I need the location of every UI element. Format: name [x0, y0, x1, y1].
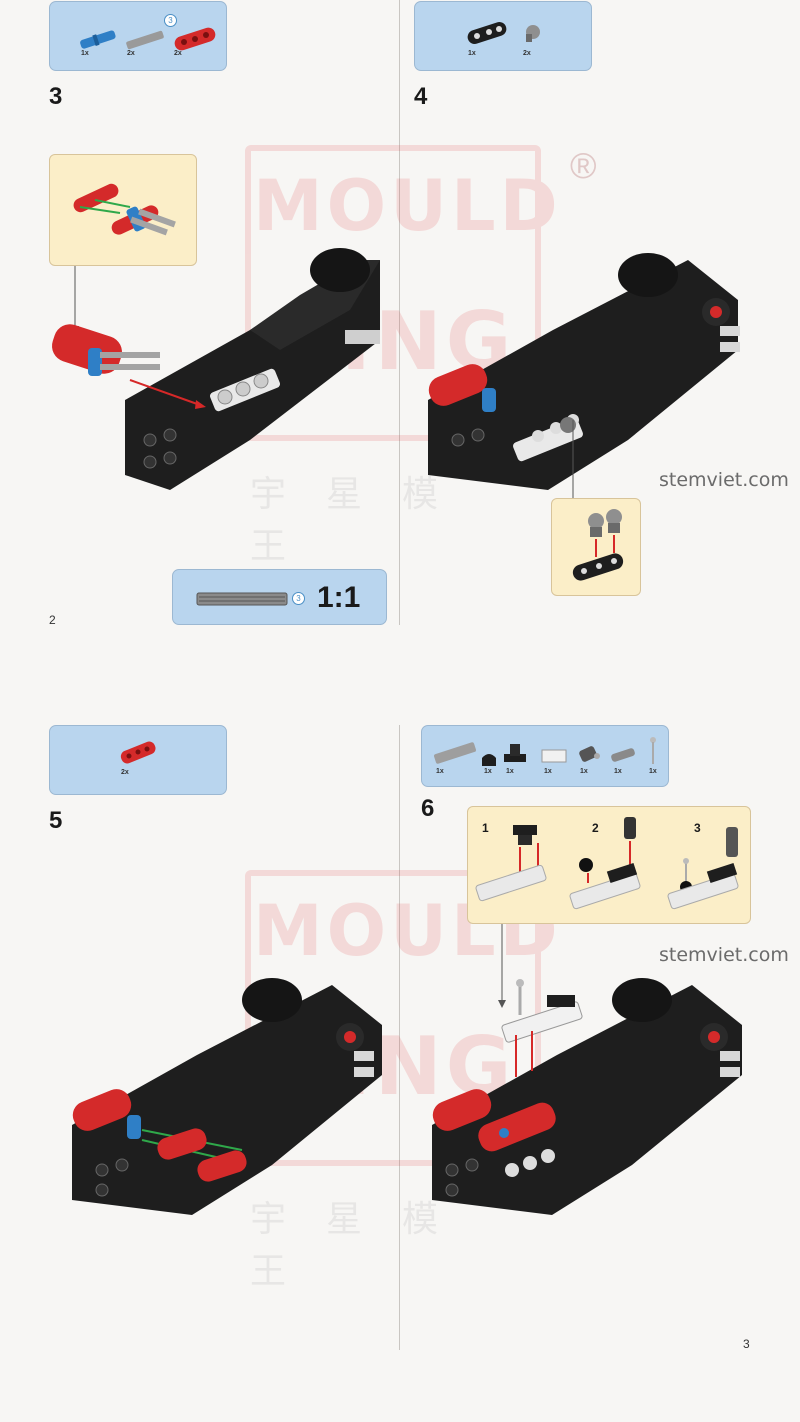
- grey-axle-pin-icon: [611, 748, 635, 762]
- blue-axle-pin-icon: [80, 30, 116, 49]
- callout-pointer-line: [572, 420, 574, 498]
- length-badge: 3: [292, 592, 305, 605]
- part-qty: 1x: [81, 50, 89, 57]
- white-tile-icon: [541, 749, 567, 763]
- lever-stick-icon: [650, 737, 656, 764]
- step3-model-illustration: [52, 248, 380, 490]
- step-number: 3: [49, 83, 63, 110]
- step4-parts-box: 1x 2x: [414, 1, 592, 71]
- part-qty: 2x: [127, 50, 135, 57]
- subassembly-diagram: [73, 183, 176, 236]
- substep-label: 1: [482, 821, 489, 835]
- part-qty: 2x: [174, 50, 182, 57]
- axle-scale-icon: [196, 592, 288, 606]
- length-badge: 3: [164, 14, 177, 27]
- substep-diagrams: [475, 817, 739, 910]
- site-watermark: stemviet.com: [659, 469, 789, 491]
- part-qty: 1x: [436, 768, 444, 775]
- grey-ball-joint-icon: [526, 25, 540, 42]
- red-beam-3-icon: [174, 27, 216, 51]
- substep-label: 3: [694, 821, 701, 835]
- step5-model-illustration: [72, 978, 382, 1215]
- black-liftarm-icon: [467, 21, 507, 45]
- axle-scale-box: 3 1:1: [172, 569, 387, 625]
- part-qty: 1x: [484, 768, 492, 775]
- black-slope-icon: [482, 754, 496, 766]
- step5-parts-box: 2x: [49, 725, 227, 795]
- callout-pointer-arrow: [498, 924, 506, 1008]
- step6-parts-box: 1x 1x 1x 1x 1x 1x 1x: [421, 725, 669, 787]
- part-qty: 1x: [506, 768, 514, 775]
- step6-substeps-callout: 1 2 3: [467, 806, 751, 924]
- step-number: 5: [49, 807, 63, 834]
- scale-label: 1:1: [317, 581, 361, 614]
- step-number: 4: [414, 83, 428, 110]
- grey-axle-3-icon: [126, 30, 164, 50]
- page-number-right: 3: [743, 1337, 750, 1351]
- part-qty: 1x: [580, 768, 588, 775]
- step4-subassembly-callout: [551, 498, 641, 596]
- red-beam-3-icon: [120, 741, 156, 764]
- registered-mark: ®: [570, 145, 597, 186]
- substep-label: 2: [592, 821, 599, 835]
- step3-parts-box: 1x 3 2x 2x: [49, 1, 227, 71]
- step4-model-illustration: [428, 253, 740, 490]
- page-divider-bottom: [399, 725, 400, 1350]
- black-bracket-icon: [504, 744, 526, 762]
- page-divider-top: [399, 0, 400, 625]
- part-qty: 1x: [649, 768, 657, 775]
- site-watermark: stemviet.com: [659, 944, 789, 966]
- step3-subassembly-callout: [49, 154, 197, 266]
- step6-model-illustration: [432, 978, 742, 1215]
- part-qty: 2x: [523, 50, 531, 57]
- part-qty: 1x: [468, 50, 476, 57]
- part-qty: 1x: [614, 768, 622, 775]
- part-qty: 2x: [121, 769, 129, 776]
- ball-cylinder-icon: [579, 746, 600, 762]
- grey-plate-1x6-icon: [434, 742, 476, 764]
- step-number: 6: [421, 795, 435, 822]
- page-number-left: 2: [49, 613, 56, 627]
- ball-joint-assembly-diagram: [572, 509, 624, 581]
- part-qty: 1x: [544, 768, 552, 775]
